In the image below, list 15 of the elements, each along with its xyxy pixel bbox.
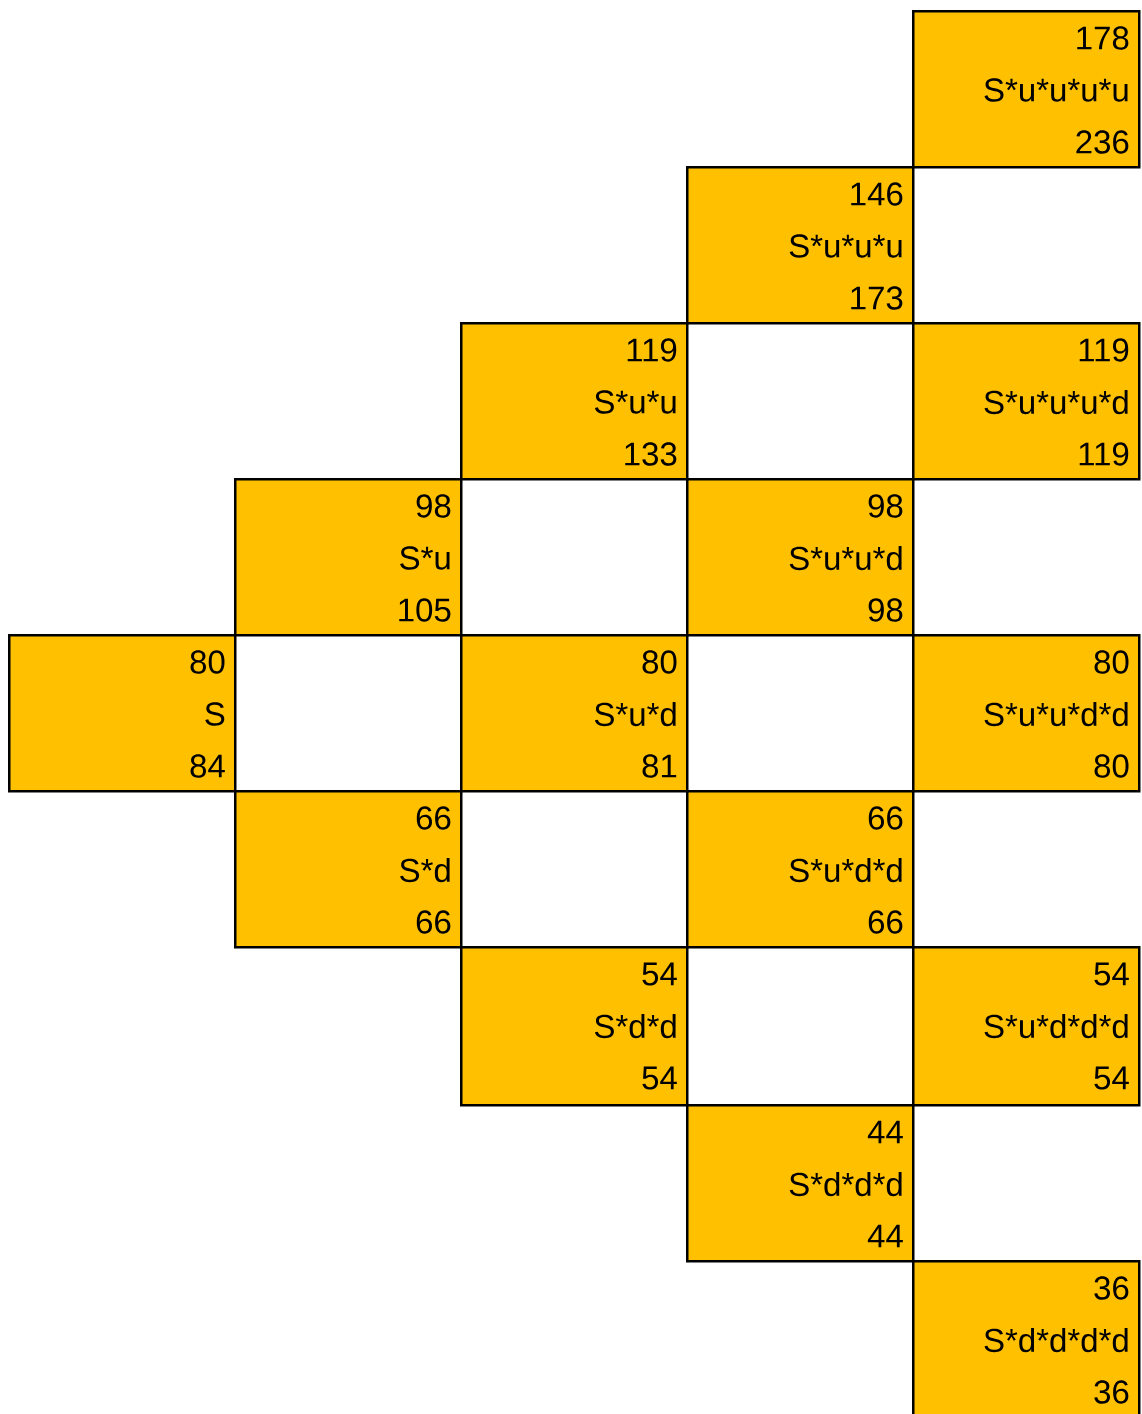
tree-cell: 178 S*u*u*u*u 236 xyxy=(912,10,1141,169)
tree-cell: 80 S*u*d 81 xyxy=(460,634,689,793)
tree-cell: 80 S*u*u*d*d 80 xyxy=(912,634,1141,793)
tree-cell: 146 S*u*u*u 173 xyxy=(686,166,915,325)
tree-cell: 44 S*d*d*d 44 xyxy=(686,1104,915,1263)
tree-cell: 80 S 84 xyxy=(8,634,237,793)
tree-cell: 54 S*d*d 54 xyxy=(460,946,689,1107)
tree-cell: 119 S*u*u 133 xyxy=(460,322,689,481)
tree-cell: 66 S*d 66 xyxy=(234,790,463,949)
tree-cell: 36 S*d*d*d*d 36 xyxy=(912,1260,1141,1414)
tree-cell: 98 S*u*u*d 98 xyxy=(686,478,915,637)
tree-cell: 54 S*u*d*d*d 54 xyxy=(912,946,1141,1107)
tree-cell: 66 S*u*d*d 66 xyxy=(686,790,915,949)
tree-cell: 119 S*u*u*u*d 119 xyxy=(912,322,1141,481)
tree-cell: 98 S*u 105 xyxy=(234,478,463,637)
